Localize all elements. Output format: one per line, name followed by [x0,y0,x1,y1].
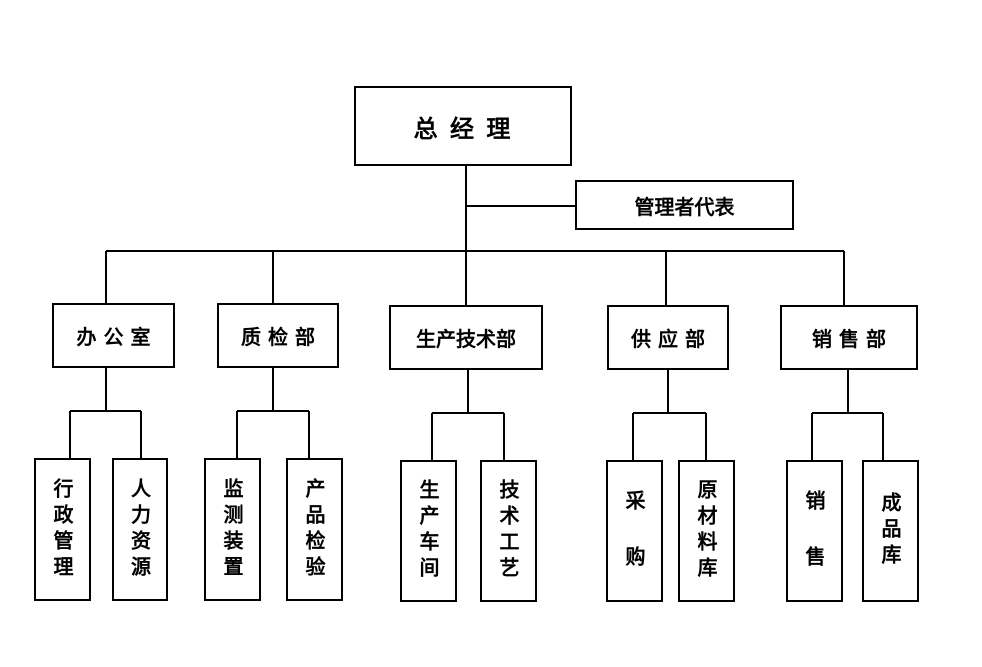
department-sales-label: 销 售 部 [812,327,886,351]
unit-workshop-box: 生产车间 [400,460,457,602]
unit-workshop-label: 生产车间 [416,479,440,583]
unit-admin-label: 行政管理 [50,477,74,582]
unit-raw-materials-label: 原材料库 [694,479,718,583]
unit-raw-materials-box: 原材料库 [678,460,735,602]
unit-procurement-label: 采 购 [622,490,646,572]
unit-monitoring-box: 监测装置 [204,458,261,601]
unit-product-inspection-box: 产品检验 [286,458,343,601]
unit-sales-box: 销 售 [786,460,843,602]
department-office-box: 办 公 室 [52,303,175,368]
unit-finished-goods-label: 成品库 [878,492,902,570]
department-sales-box: 销 售 部 [780,305,918,370]
unit-finished-goods-box: 成品库 [862,460,919,602]
unit-hr-label: 人力资源 [127,477,152,582]
department-supply-label: 供 应 部 [631,327,705,351]
department-supply-box: 供 应 部 [607,305,729,370]
general-manager-box: 总 经 理 [354,86,572,166]
management-representative-box: 管理者代表 [575,180,794,230]
unit-admin-box: 行政管理 [34,458,91,601]
unit-monitoring-label: 监测装置 [220,477,244,582]
department-production-tech-label: 生产技术部 [416,327,516,351]
unit-tech-process-label: 技术工艺 [496,479,520,583]
unit-hr-box: 人力资源 [112,458,168,601]
department-office-label: 办 公 室 [76,325,151,349]
unit-product-inspection-label: 产品检验 [302,477,326,582]
department-production-tech-box: 生产技术部 [389,305,543,370]
unit-sales-label: 销 售 [802,490,826,572]
department-quality-label: 质 检 部 [241,325,315,349]
management-representative-label: 管理者代表 [634,194,735,219]
unit-procurement-box: 采 购 [606,460,663,602]
unit-tech-process-box: 技术工艺 [480,460,537,602]
department-quality-box: 质 检 部 [217,303,339,368]
general-manager-label: 总 经 理 [413,113,513,143]
